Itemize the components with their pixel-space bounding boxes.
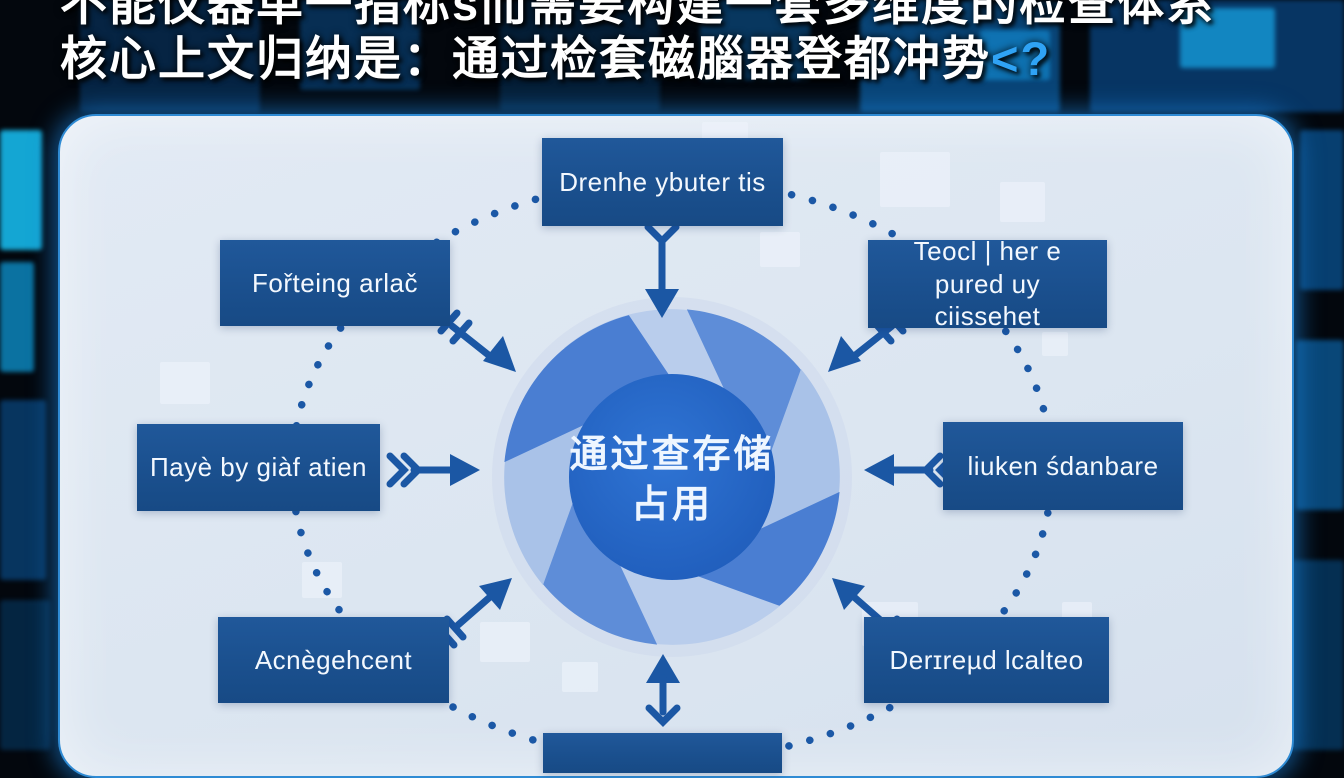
panel-mosaic-square — [302, 562, 342, 598]
bg-block — [1290, 560, 1344, 750]
node-left-label: Пayè by giàf atien — [149, 452, 368, 483]
panel-mosaic-square — [1000, 182, 1045, 222]
panel-mosaic-square — [480, 622, 530, 662]
arrow-top-left — [437, 309, 516, 372]
node-top-right-label: Teocl | her e pured uy ciissehet — [913, 236, 1062, 332]
bg-block — [980, 30, 1050, 80]
center-circle — [569, 374, 775, 580]
center-label: 通过查存储 占用 — [522, 430, 822, 530]
diagram-graphic — [288, 176, 1056, 750]
bg-block — [1180, 8, 1275, 68]
arrow-top — [644, 223, 680, 318]
node-right: liuken śdanbare — [943, 422, 1183, 510]
node-bottom-right-label: Derɪreµd lcalteo — [889, 644, 1084, 675]
node-top-label: Drenhe ybuter tis — [559, 166, 766, 197]
node-bottom-left: Acnègehcent — [218, 617, 449, 703]
panel-mosaic-square — [880, 152, 950, 207]
bg-block — [1300, 130, 1344, 290]
bg-block — [0, 262, 34, 372]
node-left: Пayè by giàf atien — [137, 424, 380, 511]
arrow-bottom — [645, 654, 681, 727]
bg-block — [500, 0, 660, 110]
headline-line1: 不能仪器单一指标s而需要构建一套多维度的检查体系 — [60, 0, 1216, 30]
node-right-label: liuken śdanbare — [967, 450, 1159, 481]
arrow-left — [386, 452, 480, 488]
bg-block — [0, 400, 46, 580]
headline-accent: <? — [991, 32, 1052, 85]
panel-mosaic-square — [160, 362, 210, 404]
arrow-right — [864, 452, 958, 488]
center-label-line1: 通过查存储 — [569, 434, 775, 476]
node-top: Drenhe ybuter tis — [542, 138, 783, 226]
node-top-left: Fořteing arlač — [220, 240, 450, 326]
node-bottom-right: Derɪreµd lcalteo — [864, 617, 1109, 703]
panel-mosaic-square — [1042, 332, 1068, 356]
panel-mosaic-square — [760, 232, 800, 267]
bg-block — [0, 130, 42, 250]
bg-block — [0, 600, 50, 750]
headline-line2: 核心上文归纳是：通过检套磁腦器登都冲势<? — [60, 31, 1215, 86]
headline-line2-text: 核心上文归纳是：通过检套磁腦器登都冲势 — [60, 32, 991, 85]
node-bottom — [543, 733, 782, 773]
bg-block — [300, 0, 420, 90]
node-top-left-label: Fořteing arlač — [252, 267, 418, 298]
arrow-bottom-left — [434, 578, 512, 649]
bg-block — [1296, 340, 1344, 510]
node-bottom-left-label: Acnègehcent — [254, 644, 413, 675]
bg-block — [700, 0, 810, 80]
node-top-right: Teocl | her e pured uy ciissehet — [868, 236, 1107, 331]
bg-block — [80, 0, 260, 112]
headline: 不能仪器单一指标s而需要构建一套多维度的检查体系 核心上文归纳是：通过检套磁腦器… — [60, 0, 1215, 86]
center-label-line2: 占用 — [630, 484, 713, 526]
panel-mosaic-square — [562, 662, 598, 692]
